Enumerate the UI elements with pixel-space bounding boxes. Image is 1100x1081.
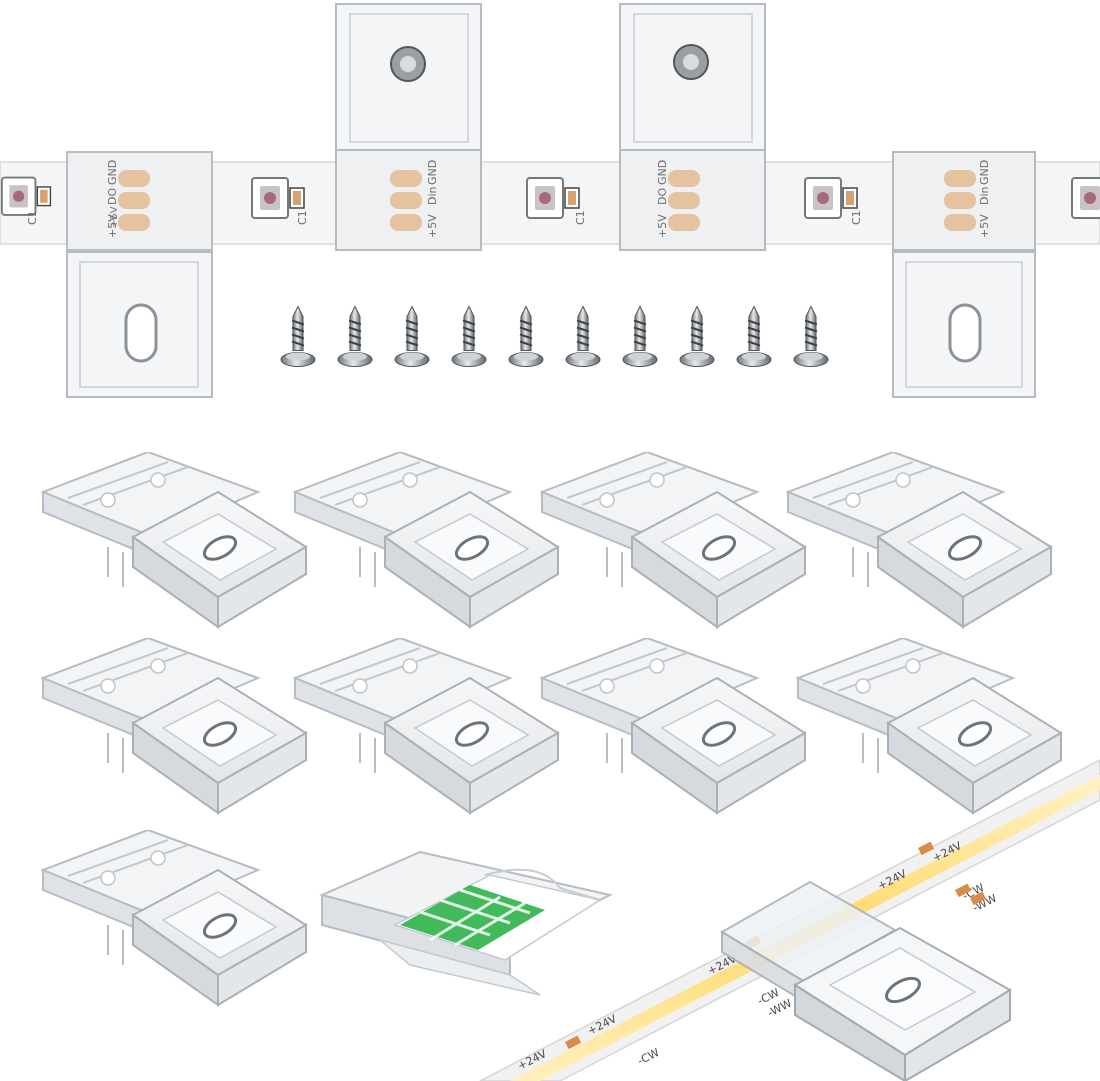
pad-label-din: Din bbox=[978, 186, 991, 205]
component-label: C1 bbox=[296, 210, 309, 225]
component-label: C1 bbox=[26, 210, 39, 225]
screw-set bbox=[279, 305, 830, 368]
strip-clip-up-1 bbox=[335, 3, 482, 251]
screw bbox=[735, 305, 773, 368]
screw bbox=[507, 305, 545, 368]
screw bbox=[621, 305, 659, 368]
clip-row-1 bbox=[41, 452, 1053, 629]
strip-clip-down-2 bbox=[892, 151, 1036, 398]
mounting-clip bbox=[293, 638, 560, 815]
pad-label-plus5v: +5V bbox=[656, 214, 669, 238]
cob-led-strip: +24V +24V +24V +24V +24V -CW -WW -CW -WW… bbox=[479, 759, 1100, 1081]
mounting-clip bbox=[796, 638, 1063, 815]
cob-channel-label: -CW bbox=[635, 1046, 661, 1068]
mounting-clip bbox=[41, 452, 308, 629]
strip-clip-up-2 bbox=[619, 3, 766, 251]
pad-label-gnd: GND bbox=[106, 160, 119, 185]
component-label: C1 bbox=[574, 210, 587, 225]
mounting-clip bbox=[786, 452, 1053, 629]
pad-label-din: Din bbox=[426, 186, 439, 205]
pad-label-gnd: GND bbox=[656, 160, 669, 185]
pad-label-plus5v: +5V bbox=[978, 214, 991, 238]
pad-label: +5V bbox=[109, 206, 120, 228]
screw bbox=[678, 305, 716, 368]
mounting-clip bbox=[540, 638, 807, 815]
led-chip bbox=[1071, 177, 1100, 219]
component-label: C1 bbox=[850, 210, 863, 225]
adhesive-clip bbox=[318, 850, 613, 996]
pad-label-do: DO bbox=[656, 188, 669, 205]
pad-labels: +5V DO GND +5V Din GND GND DO +5V GND Di… bbox=[26, 160, 991, 238]
screw bbox=[564, 305, 602, 368]
pad-label-plus5v: +5V bbox=[106, 214, 119, 238]
pad-label-plus5v: +5V bbox=[426, 214, 439, 238]
mounting-clip bbox=[293, 452, 560, 629]
mounting-clip bbox=[41, 830, 308, 1007]
screw bbox=[792, 305, 830, 368]
mounting-clip bbox=[41, 638, 308, 815]
strip-clip-down-1: +5V bbox=[66, 151, 213, 398]
screw bbox=[393, 305, 431, 368]
clip-row-2 bbox=[41, 638, 1063, 815]
pad-label-gnd: GND bbox=[426, 160, 439, 185]
screw bbox=[279, 305, 317, 368]
pad-label-do: DO bbox=[106, 188, 119, 205]
clip-row-3 bbox=[41, 830, 308, 1007]
screw bbox=[336, 305, 374, 368]
mounting-clip bbox=[540, 452, 807, 629]
pad-label-gnd: GND bbox=[978, 160, 991, 185]
screw bbox=[450, 305, 488, 368]
